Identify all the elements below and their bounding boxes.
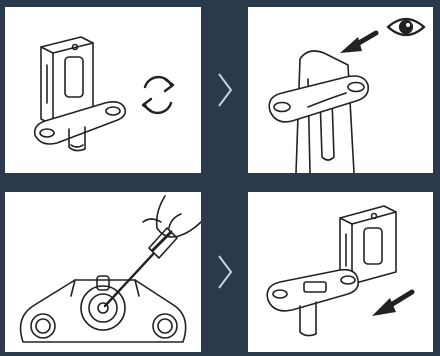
step-2-panel	[248, 7, 433, 173]
step-3-panel	[5, 192, 201, 352]
screw-base-illustration	[5, 192, 201, 352]
chevron-right-icon	[215, 252, 235, 292]
holder-inspect-illustration	[248, 7, 433, 173]
screwdriver-icon	[105, 196, 201, 306]
step-4-panel	[248, 192, 433, 352]
eye-icon	[388, 19, 424, 35]
arrow-icon	[340, 33, 376, 53]
arrow-icon	[372, 292, 412, 316]
chevron-right-icon	[215, 70, 235, 110]
rotate-arrows-icon	[143, 77, 173, 113]
step-1-panel	[5, 7, 201, 173]
holder-rotate-illustration	[5, 7, 201, 173]
holder-attach-illustration	[248, 192, 433, 352]
